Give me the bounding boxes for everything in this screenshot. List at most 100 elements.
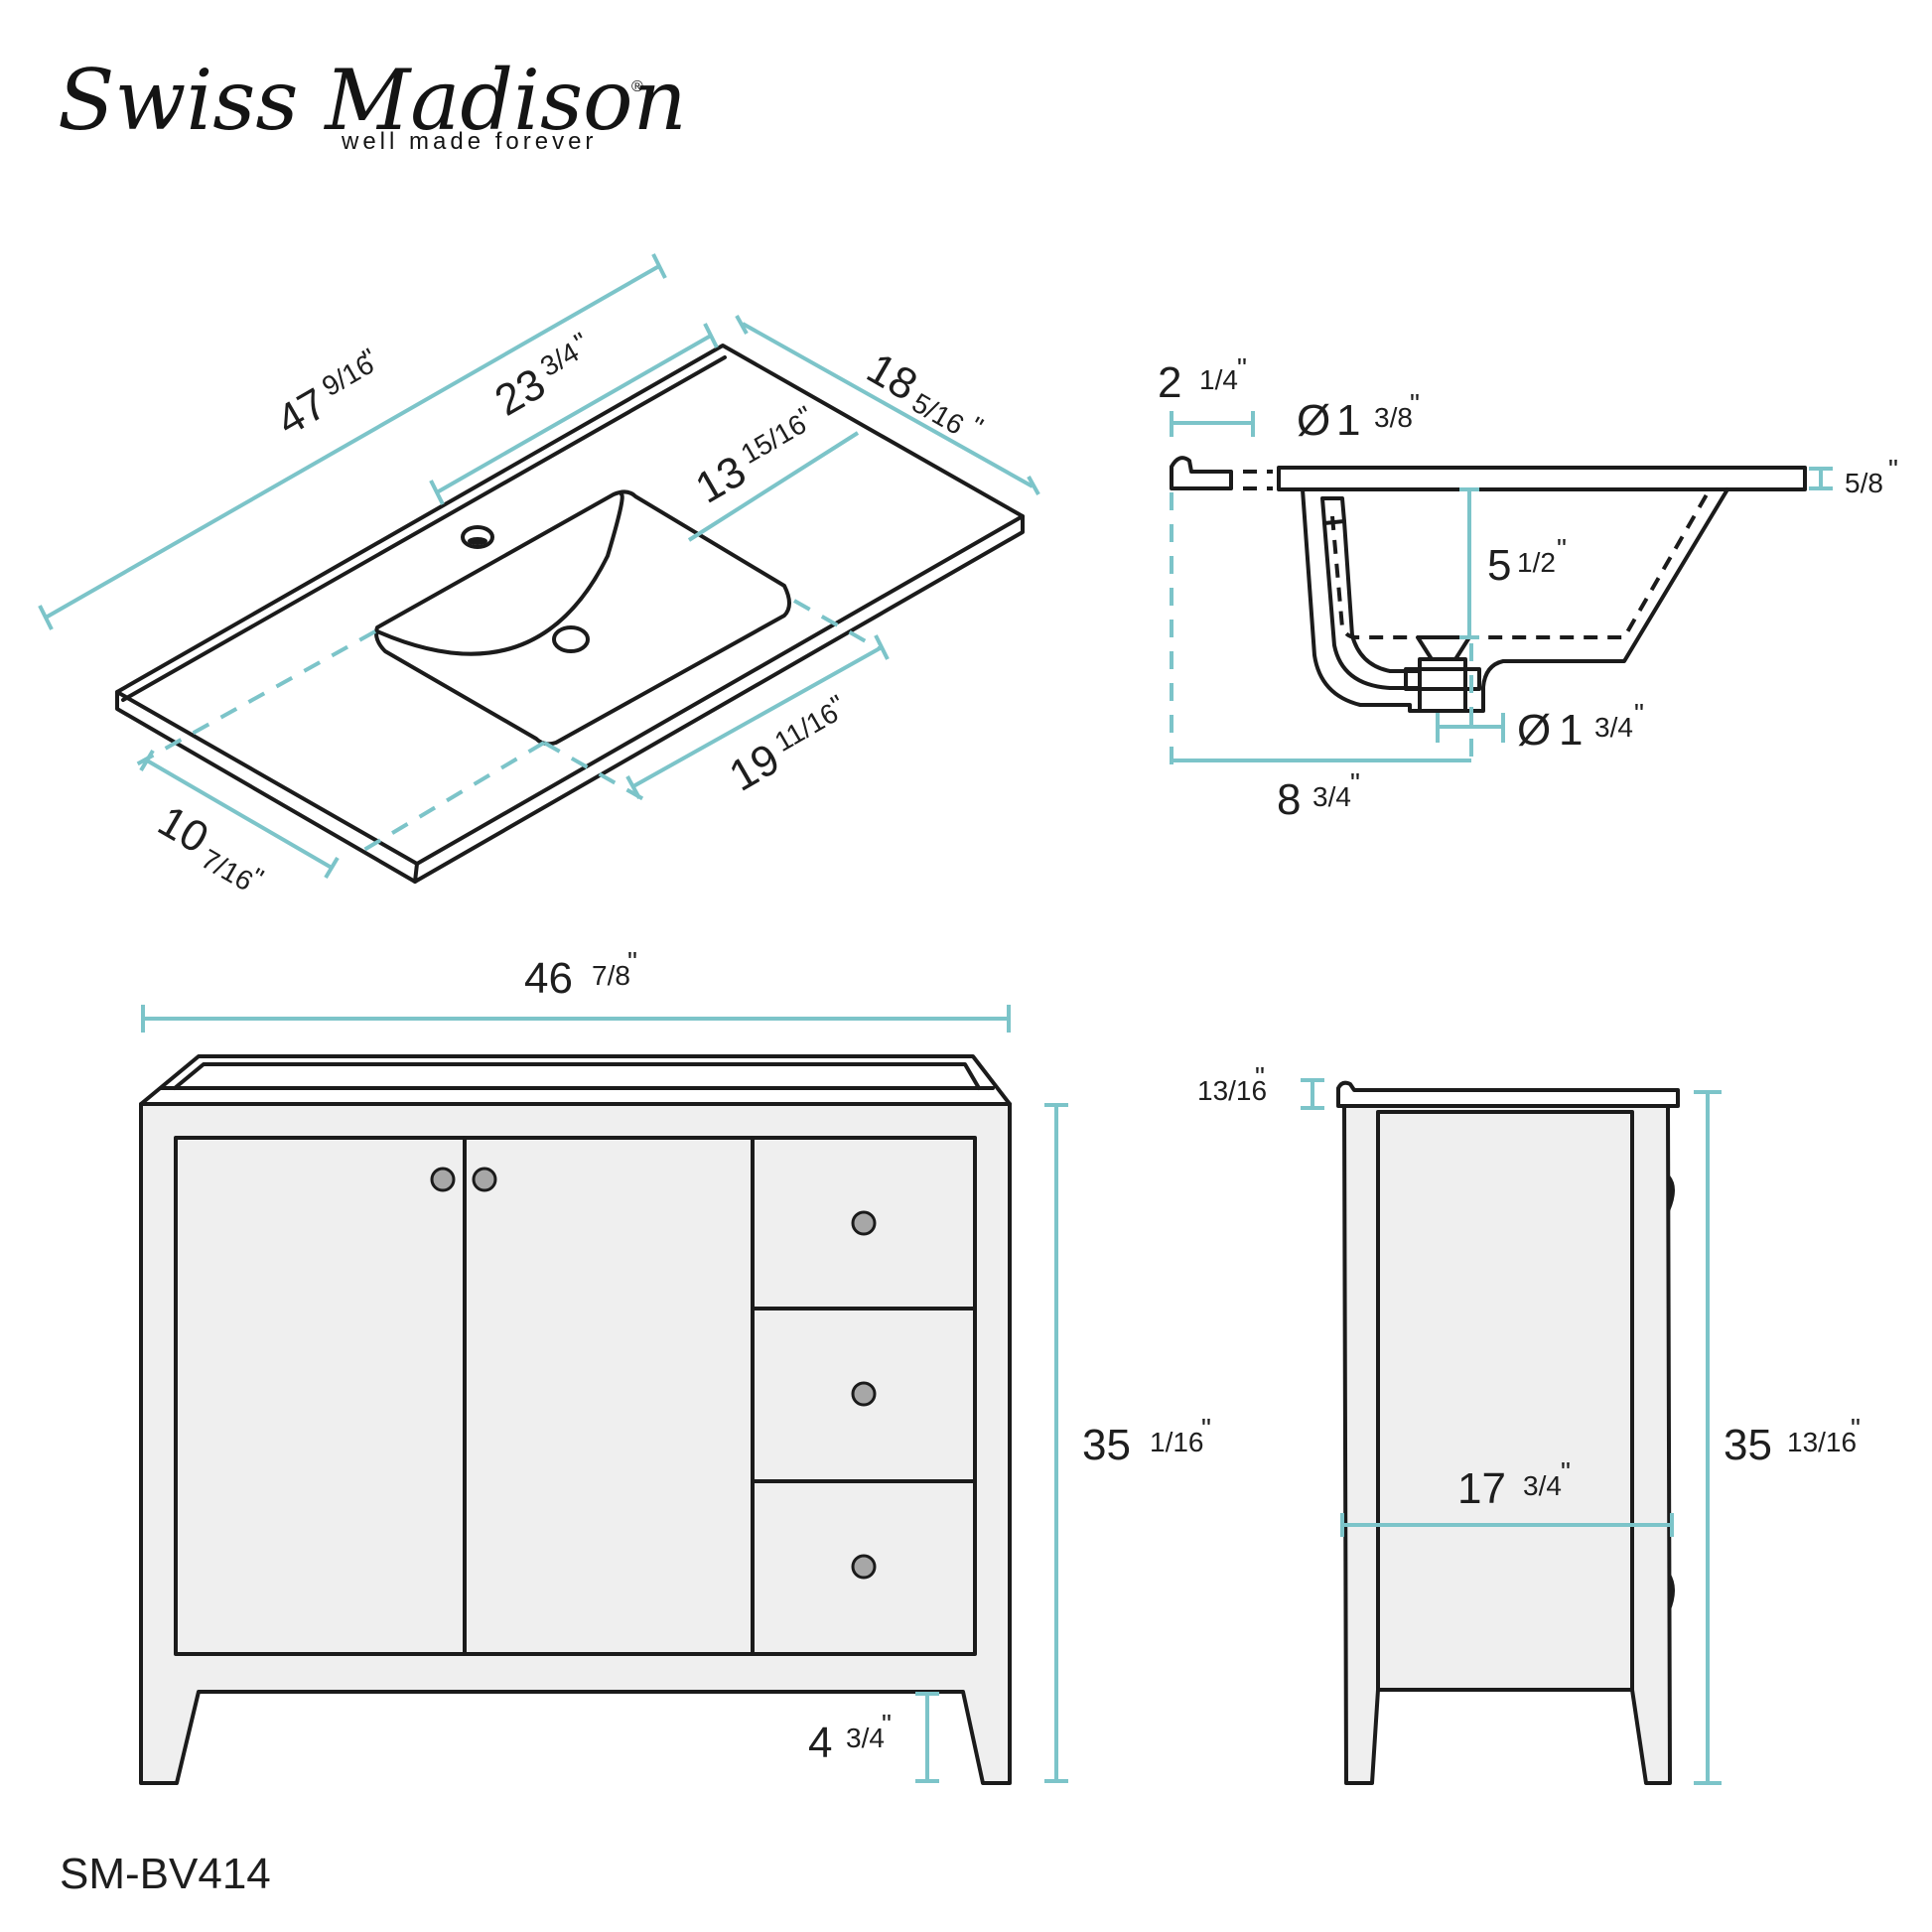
label-backsplash-faucet: 2 1/4 " bbox=[1158, 352, 1247, 407]
svg-text:46: 46 bbox=[524, 954, 573, 1003]
drain-flange bbox=[1416, 635, 1471, 661]
svg-text:35: 35 bbox=[1724, 1421, 1772, 1469]
ext-line-basin-front-right bbox=[543, 741, 646, 802]
svg-text:1/2: 1/2 bbox=[1517, 547, 1556, 578]
dim-line-overall-width bbox=[45, 264, 660, 620]
label-total-height: 35 13/16 " bbox=[1724, 1413, 1861, 1469]
drain-icon bbox=[552, 625, 590, 653]
label-cabinet-depth: 17 3/4 " bbox=[1457, 1456, 1571, 1513]
drain-nut bbox=[1404, 667, 1481, 691]
label-drain-dia: Ø 1 3/4 " bbox=[1517, 698, 1644, 755]
drawer-1[interactable] bbox=[751, 1136, 977, 1311]
svg-text:3/8: 3/8 bbox=[1374, 402, 1413, 433]
svg-text:": " bbox=[1561, 1456, 1571, 1487]
svg-text:8: 8 bbox=[1277, 775, 1301, 824]
side-knob-top bbox=[1670, 1175, 1675, 1211]
backsplash-profile bbox=[1170, 456, 1233, 490]
door-left-knob[interactable] bbox=[430, 1167, 456, 1192]
svg-text:1/16: 1/16 bbox=[1150, 1427, 1204, 1457]
faucet-hole-icon bbox=[461, 525, 494, 549]
drawer-3-knob[interactable] bbox=[851, 1554, 877, 1580]
dim-tick bbox=[38, 605, 54, 630]
svg-text:13/16: 13/16 bbox=[1197, 1075, 1267, 1106]
svg-text:Ø: Ø bbox=[1517, 706, 1551, 755]
dim-line-left-to-basin bbox=[145, 759, 334, 870]
brand-logo: Swiss Madison ® well made forever bbox=[58, 52, 687, 155]
side-panel bbox=[1376, 1110, 1634, 1692]
overflow-channel-outer bbox=[1322, 521, 1422, 690]
svg-text:3/4: 3/4 bbox=[1523, 1470, 1562, 1501]
label-leg-height: 4 3/4 " bbox=[808, 1709, 892, 1767]
door-left[interactable] bbox=[174, 1136, 467, 1656]
svg-text:": " bbox=[1410, 388, 1420, 419]
dim-line-basin-width bbox=[632, 645, 883, 788]
svg-text:1: 1 bbox=[1336, 396, 1360, 445]
ext-line-basin-front bbox=[355, 741, 546, 856]
dim-tick bbox=[651, 253, 667, 279]
label-cabinet-width: 46 7/8 " bbox=[524, 946, 637, 1003]
section-view: 2 1/4 " Ø 1 3/8 " 5/8 " 5 1/2 " bbox=[1158, 352, 1898, 824]
svg-text:": " bbox=[1557, 533, 1567, 564]
dim-line-depth bbox=[742, 322, 1034, 488]
svg-text:15/16: 15/16 bbox=[736, 408, 811, 470]
countertop-corner-edge bbox=[413, 862, 419, 884]
dim-tick bbox=[139, 749, 155, 772]
svg-text:3/4: 3/4 bbox=[846, 1723, 885, 1753]
drain-body bbox=[1418, 657, 1467, 713]
svg-text:13/16: 13/16 bbox=[1787, 1427, 1857, 1457]
svg-text:5: 5 bbox=[1487, 541, 1511, 590]
dim-line-basin-depth bbox=[687, 431, 860, 542]
svg-text:35: 35 bbox=[1082, 1421, 1131, 1469]
dim-tick bbox=[324, 856, 340, 880]
dim-tick bbox=[625, 775, 641, 799]
countertop-outline bbox=[115, 344, 1025, 884]
label-faucet-offset: 23 3/4 " bbox=[487, 327, 594, 426]
bowl-outer-profile bbox=[1301, 487, 1729, 713]
svg-text:7/8: 7/8 bbox=[592, 960, 630, 991]
label-cabinet-height: 35 1/16 " bbox=[1082, 1413, 1211, 1469]
label-side-top-thickness: 13/16 " bbox=[1197, 1061, 1267, 1106]
countertop-front-edge bbox=[115, 514, 1025, 866]
svg-text:1/4: 1/4 bbox=[1199, 364, 1238, 395]
basin-curve bbox=[375, 492, 624, 656]
ext-line-basin-right bbox=[793, 599, 881, 651]
side-view: 13/16 " 17 3/4 " 35 13/16 " bbox=[1197, 1061, 1861, 1785]
label-top-thickness: 5/8 " bbox=[1845, 454, 1898, 498]
top-slab-profile bbox=[1277, 466, 1807, 491]
basin-outline bbox=[374, 489, 791, 747]
svg-text:2: 2 bbox=[1158, 358, 1181, 407]
front-view: 46 7/8 " 4 3/4 " bbox=[139, 946, 1211, 1785]
label-bowl-depth: 5 1/2 " bbox=[1487, 533, 1567, 590]
drawer-1-knob[interactable] bbox=[851, 1210, 877, 1236]
dim-tick bbox=[874, 634, 890, 660]
svg-text:5/8: 5/8 bbox=[1845, 468, 1883, 498]
svg-text:17: 17 bbox=[1457, 1464, 1506, 1513]
svg-text:": " bbox=[1237, 352, 1247, 383]
overflow-channel-inner bbox=[1342, 519, 1422, 673]
svg-text:": " bbox=[627, 946, 637, 977]
svg-text:Ø: Ø bbox=[1297, 396, 1330, 445]
side-knob-bottom bbox=[1670, 1573, 1675, 1612]
backsplash-edge bbox=[121, 355, 727, 702]
svg-text:1: 1 bbox=[1559, 706, 1583, 755]
dim-tick bbox=[703, 323, 719, 348]
dim-line-faucet-offset bbox=[436, 334, 712, 494]
svg-text:": " bbox=[1201, 1413, 1211, 1444]
svg-text:": " bbox=[1634, 698, 1644, 729]
door-right-knob[interactable] bbox=[472, 1167, 497, 1192]
label-back-to-drain: 8 3/4 " bbox=[1277, 767, 1360, 824]
registered-mark: ® bbox=[631, 78, 643, 95]
door-right[interactable] bbox=[463, 1136, 755, 1656]
brand-tagline: well made forever bbox=[341, 128, 597, 155]
side-countertop bbox=[1336, 1080, 1680, 1108]
brand-name: Swiss Madison bbox=[58, 52, 687, 149]
svg-text:": " bbox=[1350, 767, 1360, 798]
model-number: SM-BV414 bbox=[60, 1850, 271, 1898]
svg-text:4: 4 bbox=[808, 1719, 832, 1767]
drawer-2-knob[interactable] bbox=[851, 1381, 877, 1407]
bowl-inner-profile bbox=[1330, 488, 1712, 639]
svg-text:": " bbox=[1255, 1061, 1265, 1092]
dim-tick bbox=[735, 315, 749, 335]
faucet-hole-shadow bbox=[468, 537, 487, 545]
